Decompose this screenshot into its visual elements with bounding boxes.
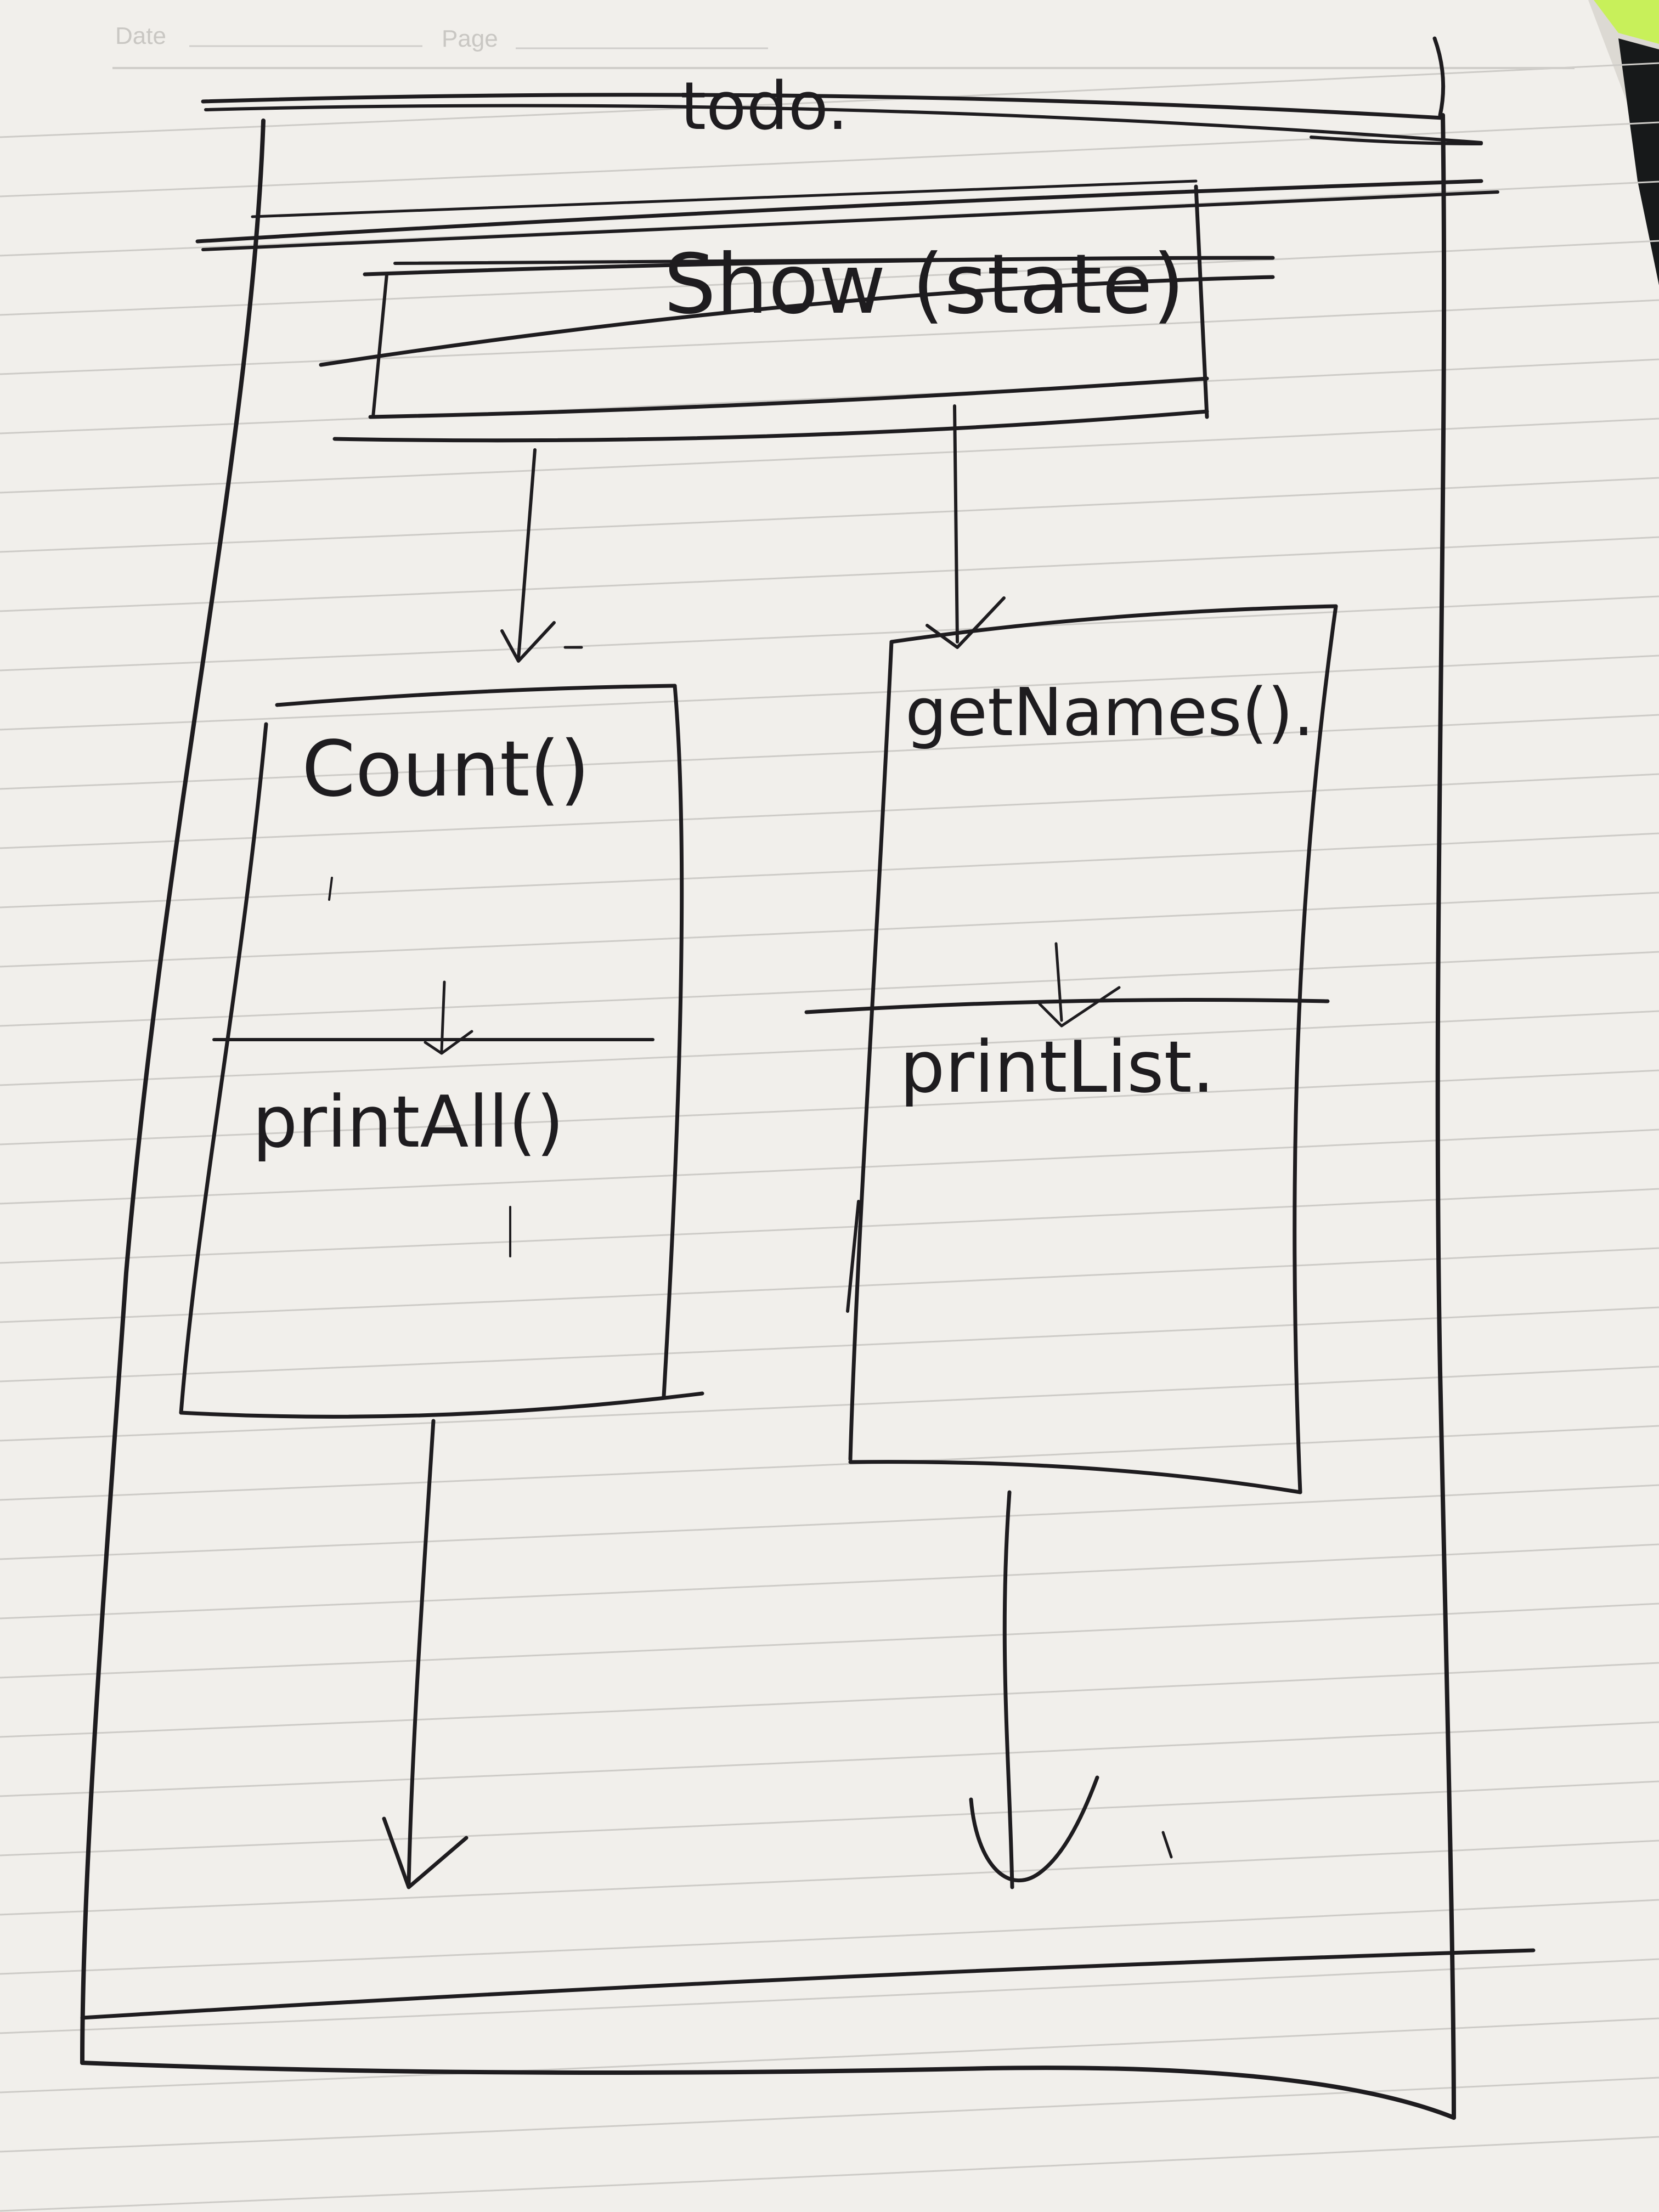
right-box-bottom-label: printList. (900, 1025, 1215, 1109)
ruled-line (0, 299, 1659, 375)
ruled-line (0, 240, 1659, 316)
ruled-line (0, 2076, 1659, 2153)
ruled-line (0, 477, 1659, 553)
diagram-title: todo. (680, 69, 848, 145)
ruled-line (0, 1247, 1659, 1323)
ruled-line (0, 1484, 1659, 1560)
left-bottom-arrow (382, 1419, 469, 1889)
ruled-line (0, 536, 1659, 612)
ruled-line (0, 1721, 1659, 1797)
ruled-line (0, 121, 1659, 198)
left-box: Count() printAll() (179, 684, 704, 1419)
ruled-line (0, 595, 1659, 672)
ruled-line (0, 1425, 1659, 1501)
page-label: Page (442, 25, 498, 52)
right-bottom-arrow (969, 1490, 1173, 1889)
ruled-lines (0, 62, 1659, 2212)
top-to-right-arrow (926, 404, 1006, 649)
ruled-line (0, 1188, 1659, 1264)
ruled-line (0, 1365, 1659, 1442)
ruled-line (0, 951, 1659, 1027)
ruled-line (0, 1780, 1659, 1857)
top-box-label: Show (state) (664, 237, 1184, 332)
ruled-line (0, 1306, 1659, 1383)
ruled-line (0, 1662, 1659, 1738)
ruled-line (0, 358, 1659, 435)
ruled-line (0, 417, 1659, 494)
ruled-line (0, 1069, 1659, 1146)
ruled-line (0, 891, 1659, 968)
ruled-line (0, 2017, 1659, 2094)
ruled-line (0, 1010, 1659, 1086)
ruled-line (0, 2136, 1659, 2212)
ruled-line (0, 1899, 1659, 1975)
top-to-left-arrow (500, 448, 583, 663)
pen-dark (1618, 38, 1659, 285)
right-box-top-label: getNames(). (905, 675, 1314, 751)
title-band (195, 179, 1499, 251)
ruled-line (0, 1543, 1659, 1620)
ruled-line (0, 1958, 1659, 2034)
ruled-line (0, 1128, 1659, 1205)
date-label: Date (115, 22, 166, 49)
right-box: getNames(). printList. (804, 604, 1338, 1494)
ruled-line (0, 1602, 1659, 1679)
outer-frame (80, 36, 1536, 2120)
left-box-top-label: Count() (302, 725, 590, 814)
ruled-line (0, 1839, 1659, 1916)
left-box-bottom-label: printAll() (252, 1080, 564, 1164)
ruled-line (0, 654, 1659, 731)
ruled-line (0, 832, 1659, 909)
marker-cap-green (1594, 0, 1659, 44)
top-box: Show (state) (319, 184, 1275, 443)
ruled-line (0, 714, 1659, 790)
ruled-line (0, 62, 1659, 138)
